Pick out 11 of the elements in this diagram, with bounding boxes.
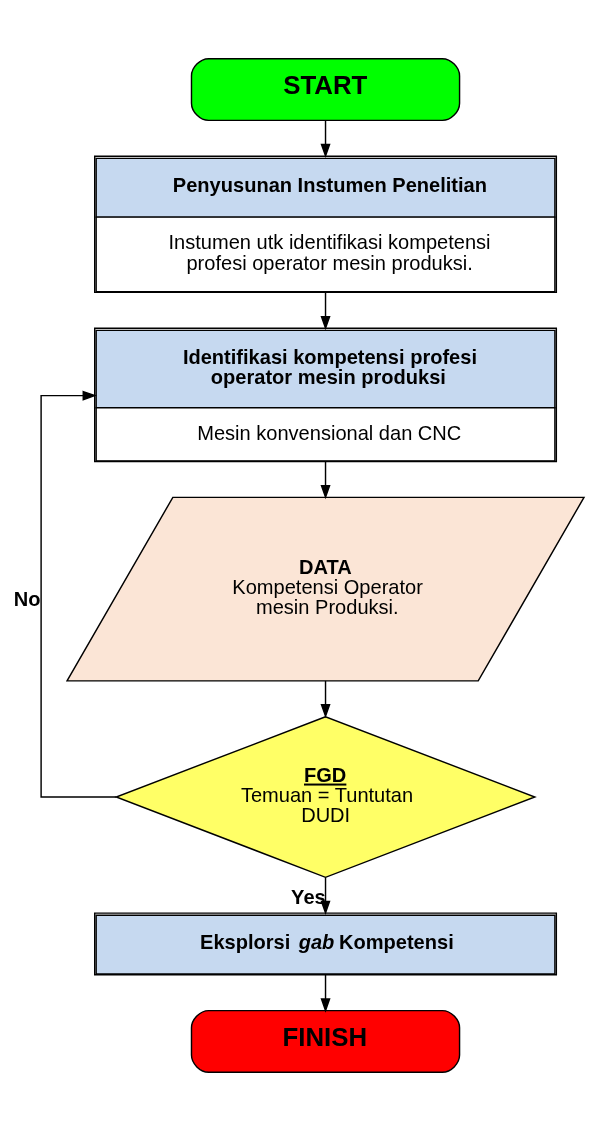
- edge-label: Yes: [291, 885, 326, 908]
- node-box: START: [190, 58, 461, 122]
- arrow: [40, 390, 117, 798]
- arrow: [320, 461, 331, 500]
- arrow: [320, 974, 331, 1013]
- node-box: FINISH: [190, 1009, 461, 1073]
- arrow: [320, 120, 331, 159]
- node-diamond: FGD Temuan = Tuntutan DUDI: [114, 715, 537, 879]
- edge-label: No: [13, 587, 41, 610]
- arrow: [320, 680, 331, 719]
- arrow: [320, 292, 331, 331]
